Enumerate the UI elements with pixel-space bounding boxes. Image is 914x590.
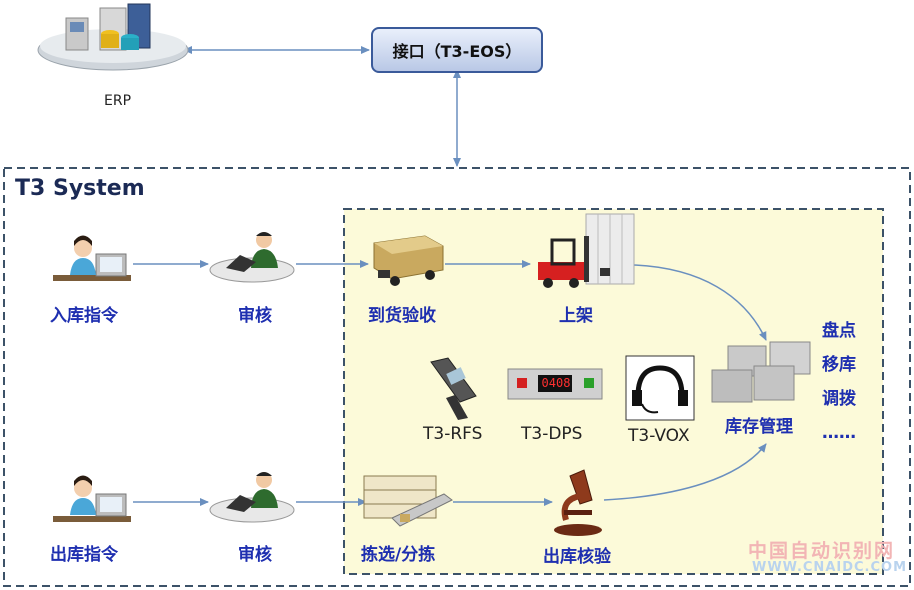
inbound-order-label: 入库指令 [50, 306, 118, 326]
system-frame [3, 167, 911, 587]
microscope-icon [554, 469, 602, 536]
dps-label: T3-DPS [521, 424, 583, 444]
inventory-op-item: 移库 [822, 355, 856, 375]
watermark-url: WWW.CNAIDC.COM [752, 560, 908, 575]
rfs-label: T3-RFS [423, 424, 483, 444]
rf-handheld-icon [430, 357, 477, 420]
system-title: T3 System [15, 176, 145, 201]
inbound-operator-icon [53, 235, 131, 281]
inventory-op-item: …… [822, 423, 856, 443]
inventory-boxes-icon [711, 341, 811, 403]
inventory-op-item: 盘点 [822, 321, 856, 341]
outbound-review-label: 审核 [238, 545, 272, 565]
inventory-ops-list: 盘点 移库 调拨 …… [822, 314, 856, 450]
forklift-rack-icon [538, 213, 635, 288]
dps-display-icon [507, 368, 603, 400]
delivery-truck-icon [373, 235, 444, 286]
outbound-operator-icon [53, 475, 131, 522]
inventory-op-item: 调拨 [822, 389, 856, 409]
arrow-check-inventory [603, 443, 767, 501]
picking-label: 拣选/分拣 [361, 545, 436, 565]
outbound-reviewer-icon [209, 472, 295, 523]
vox-label: T3-VOX [628, 426, 690, 446]
putaway-label: 上架 [559, 306, 593, 326]
inbound-reviewer-icon [209, 232, 295, 283]
erp-label: ERP [104, 93, 132, 109]
inventory-label: 库存管理 [725, 417, 793, 437]
erp-servers-icon [37, 3, 189, 71]
arrow-putaway-inventory [633, 264, 767, 341]
watermark-cn: 中国自动识别网 [748, 540, 896, 562]
inbound-review-label: 审核 [238, 306, 272, 326]
outbound-order-label: 出库指令 [50, 545, 118, 565]
interface-label: 接口（T3-EOS） [392, 42, 522, 61]
vox-headset-icon [625, 355, 695, 421]
dps-digit-readout: 0408 [541, 376, 571, 390]
receive-label: 到货验收 [368, 306, 436, 326]
interface-t3-eos-box: 接口（T3-EOS） [371, 27, 543, 73]
picking-conveyor-icon [363, 475, 453, 527]
outbound-check-label: 出库核验 [543, 547, 611, 567]
